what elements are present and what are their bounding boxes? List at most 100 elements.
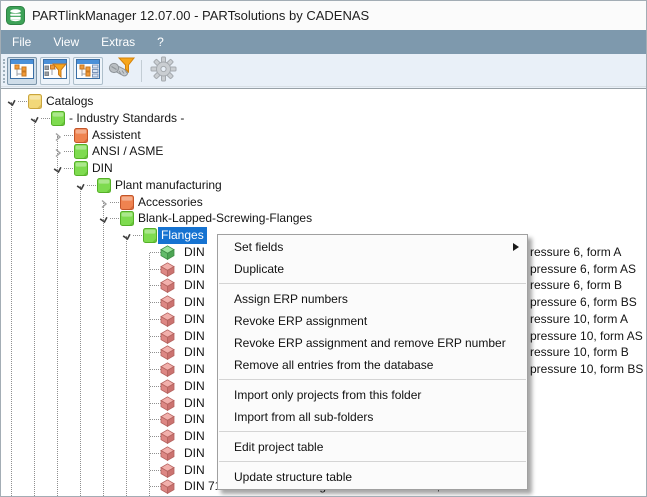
tree-guide-line: [126, 236, 127, 496]
tree-row-accessories[interactable]: Accessories: [1, 194, 646, 211]
catalog-folder-icon: [74, 127, 88, 148]
filter-tool-button[interactable]: [104, 57, 138, 85]
tree-row-label-fragment: ressure 6, form B: [530, 278, 623, 293]
tree-row-label[interactable]: DIN: [184, 412, 205, 427]
tree-guide-line: [149, 252, 150, 496]
tree-row-din-10[interactable]: DIN pressure 6, form AS: [1, 261, 646, 278]
tree-row-din-17[interactable]: DIN: [1, 378, 646, 395]
menubar-item-extras[interactable]: Extras: [101, 35, 136, 49]
part-cube-icon: [160, 261, 175, 282]
tree-connector: [150, 402, 165, 404]
tree-row-label[interactable]: DIN: [184, 278, 205, 293]
tree-row-label[interactable]: DIN: [184, 378, 205, 393]
tree-row-din-21[interactable]: DIN: [1, 445, 646, 462]
toolbar-separator: [141, 60, 142, 82]
collapsed-chevron-icon[interactable]: [52, 146, 64, 158]
structure-list-view-button[interactable]: [73, 57, 103, 85]
tree-guide-line: [11, 102, 12, 496]
tree-row-industry-standards[interactable]: - Industry Standards -: [1, 110, 646, 127]
expanded-chevron-icon[interactable]: [75, 180, 87, 192]
tree-connector: [150, 436, 165, 437]
menu-item-revoke-erp-assignment[interactable]: Revoke ERP assignment: [218, 310, 527, 332]
tree-row-blank-lapped-screwing-flanges[interactable]: Blank-Lapped-Screwing-Flanges: [1, 210, 646, 227]
part-cube-icon: [160, 395, 175, 416]
tree-row-flanges[interactable]: Flanges: [1, 227, 646, 244]
expanded-chevron-icon[interactable]: [52, 163, 64, 175]
part-cube-icon: [160, 479, 175, 496]
tree-row-label[interactable]: DIN: [184, 362, 205, 376]
tree-row-label[interactable]: DIN: [184, 311, 205, 326]
tree-row-label[interactable]: Catalogs: [46, 94, 94, 108]
tree-row-assistent[interactable]: Assistent: [1, 127, 646, 144]
menu-item-import-only-projects-from-this-folder[interactable]: Import only projects from this folder: [218, 384, 527, 406]
tree-row-label[interactable]: DIN: [184, 295, 205, 309]
tree-row-label[interactable]: Assistent: [92, 127, 141, 142]
tree-row-label[interactable]: DIN: [184, 328, 205, 343]
expanded-chevron-icon[interactable]: [29, 113, 41, 125]
structure-filter-view-button[interactable]: [40, 57, 70, 85]
menu-item-duplicate[interactable]: Duplicate: [218, 258, 527, 280]
tree-row-din-14[interactable]: DIN pressure 10, form AS: [1, 328, 646, 345]
menu-item-revoke-erp-assignment-and-remove-erp-number[interactable]: Revoke ERP assignment and remove ERP num…: [218, 332, 527, 354]
tree-row-label[interactable]: Blank-Lapped-Screwing-Flanges: [138, 211, 313, 226]
tree-row-din-22[interactable]: DIN: [1, 462, 646, 479]
menu-item-set-fields[interactable]: Set fields: [218, 236, 527, 258]
tree-row-label[interactable]: - Industry Standards -: [69, 110, 185, 125]
menu-item-label: Revoke ERP assignment and remove ERP num…: [234, 336, 506, 350]
tree-row-label[interactable]: DIN: [184, 445, 205, 460]
tree-row-label[interactable]: DIN: [184, 429, 205, 443]
tree-row-ansi-asme[interactable]: ANSI / ASME: [1, 143, 646, 160]
settings-button[interactable]: [148, 56, 178, 85]
part-cube-icon: [160, 295, 175, 315]
collapsed-chevron-icon[interactable]: [98, 197, 110, 209]
tree-row-plant-manufacturing[interactable]: Plant manufacturing: [1, 177, 646, 194]
tree-connector: [150, 251, 165, 253]
structure-view-button[interactable]: [7, 57, 37, 85]
tree-connector: [150, 486, 165, 488]
expanded-chevron-icon[interactable]: [98, 213, 110, 225]
menubar-item-help[interactable]: ?: [157, 35, 164, 49]
menubar-item-file[interactable]: File: [12, 35, 32, 49]
tree-row-label[interactable]: DIN: [184, 244, 205, 259]
tree-row-label[interactable]: Flanges: [158, 227, 207, 244]
menu-item-import-from-all-sub-folders[interactable]: Import from all sub-folders: [218, 406, 527, 428]
menubar-item-view[interactable]: View: [53, 35, 80, 49]
submenu-arrow-icon: [513, 243, 519, 251]
tree-connector: [150, 452, 165, 454]
tree-row-din-19[interactable]: DIN: [1, 411, 646, 428]
tree-row-label[interactable]: DIN: [184, 345, 205, 360]
part-cube-icon: [160, 362, 175, 382]
tree-row-din-20[interactable]: DIN: [1, 428, 646, 445]
tree-row-label-fragment: pressure 10, form AS: [530, 328, 643, 343]
menu-separator: [219, 283, 526, 284]
toolbar-drag-handle[interactable]: [3, 59, 6, 83]
expanded-chevron-icon[interactable]: [6, 96, 18, 108]
tree-row-catalogs[interactable]: Catalogs: [1, 93, 646, 110]
tree-row-label[interactable]: DIN: [184, 395, 205, 410]
tree-row-label-fragment: pressure 6, form AS: [530, 261, 637, 276]
tree-row-label[interactable]: DIN: [92, 161, 113, 175]
menu-item-assign-erp-numbers[interactable]: Assign ERP numbers: [218, 288, 527, 310]
part-cube-icon: [160, 345, 175, 365]
tree-row-din-11[interactable]: DIN ressure 6, form B: [1, 277, 646, 294]
tree-row-din-18[interactable]: DIN: [1, 395, 646, 412]
menu-item-remove-all-entries-from-the-database[interactable]: Remove all entries from the database: [218, 354, 527, 376]
tree-row-label[interactable]: ANSI / ASME: [92, 144, 164, 159]
tree-row-label[interactable]: DIN: [184, 261, 205, 276]
menu-item-update-structure-table[interactable]: Update structure table: [218, 466, 527, 488]
tree-row-label[interactable]: Accessories: [138, 194, 203, 209]
tree-row-label[interactable]: DIN: [184, 462, 205, 477]
tree-connector: [150, 385, 165, 387]
catalog-folder-icon: [120, 211, 134, 231]
collapsed-chevron-icon[interactable]: [52, 130, 64, 142]
tree-row-din[interactable]: DIN: [1, 160, 646, 177]
expanded-chevron-icon[interactable]: [121, 230, 133, 242]
tree-row-label[interactable]: Plant manufacturing: [115, 177, 222, 192]
menu-item-edit-project-table[interactable]: Edit project table: [218, 436, 527, 458]
